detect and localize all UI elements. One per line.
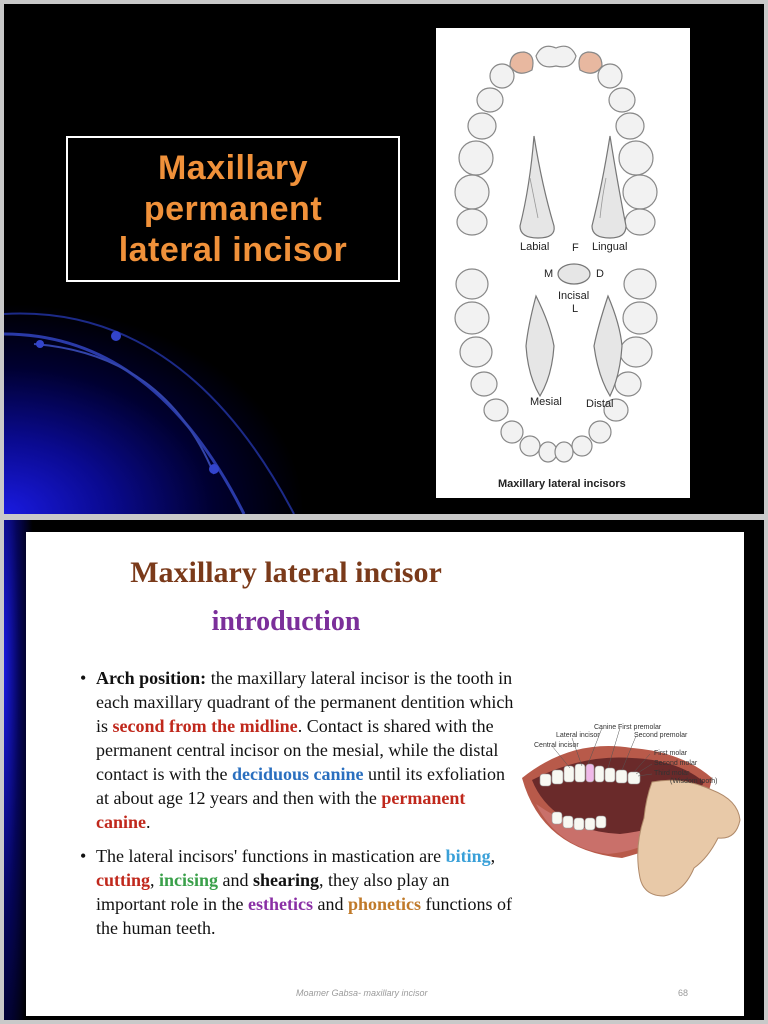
bullet-text: until its exfoliation at about age 12 ye… [96,764,505,808]
label-canine: Canine [594,724,617,731]
label-distal-letter: D [596,268,604,280]
label-labial: Labial [520,241,550,253]
highlight-esthetics: esthetics [247,894,313,914]
label-lateral-incisor: Lateral incisor [556,732,600,739]
slide-title-box: Maxillary permanent lateral incisor [66,136,400,282]
slide-2: Maxillary lateral incisor introduction A… [4,520,764,1020]
bullet-text: The lateral incisors' functions in masti… [96,846,446,866]
label-second-molar: Second molar [654,760,698,767]
bullet-text: , [150,870,159,890]
slide-content-page: Maxillary lateral incisor introduction A… [26,532,744,1016]
slide-footer: Moamer Gabsa- maxillary incisor [296,988,428,998]
highlighted-lateral-incisor-right [578,51,603,74]
bullet-list: Arch position: the maxillary lateral inc… [80,666,520,950]
slide-title: Maxillary lateral incisor [130,556,442,589]
labial-view-tooth [519,135,555,239]
blue-swoosh-decoration [4,304,304,514]
label-wisdom-tooth: (Wisdom tooth) [670,778,718,785]
label-distal: Distal [586,398,614,410]
mesial-view-tooth [525,294,555,398]
bullet-text: , they also play an important role in th… [96,870,450,914]
label-first-molar: First molar [654,750,688,757]
bullet-lead: Arch position: [96,668,207,688]
slide-1: Maxillary permanent lateral incisor [4,4,764,514]
tooth-diagram-panel: Labial F Lingual M D Incisal L Mesial Di… [436,28,690,498]
bullet-text: and [218,870,254,890]
page-number: 68 [678,988,689,998]
highlight-permanent-canine: permanent canine [96,788,466,832]
bullet-text: functions of the human teeth. [96,894,512,938]
bullet-text: and [312,894,348,914]
label-lingual-letter: L [572,303,579,315]
highlight-shearing: shearing [253,870,320,890]
label-central-incisor: Central incisor [534,742,579,749]
distal-view-tooth [593,294,623,398]
bullet-text: . Contact is shared with the permanent c… [96,716,499,784]
highlighted-lateral-incisor-left [509,51,534,74]
bullet-text: , [490,846,496,866]
mouth-teeth-image [522,727,741,897]
bullet-text: . [146,812,151,832]
slide-title: Maxillary permanent lateral incisor [118,148,348,269]
bullet-arch-position: Arch position: the maxillary lateral inc… [80,666,520,834]
highlight-second-from-midline: second from the midline [112,716,298,736]
highlight-deciduous-canine: deciduous canine [231,764,364,784]
slide-subtitle: introduction [211,606,361,637]
mouth-illustration: Canine First premolar Lateral incisor Se… [512,708,744,908]
figure-caption: Maxillary lateral incisors [498,478,626,490]
incisal-view-tooth [557,263,591,285]
highlight-cutting: cutting [96,870,150,890]
label-incisal: Incisal [558,290,590,302]
bullet-text: the maxillary lateral incisor is the too… [96,668,514,736]
label-second-premolar: Second premolar [634,732,688,739]
label-facial: F [572,242,579,254]
bullet-functions: The lateral incisors' functions in masti… [80,844,520,940]
highlight-incising: incising [159,870,219,890]
highlight-biting: biting [445,846,491,866]
highlight-phonetics: phonetics [347,894,421,914]
label-mesial-letter: M [544,268,554,280]
label-third-molar: Third molar [654,770,690,777]
tooth-arch-diagram [454,45,658,463]
label-mesial: Mesial [530,396,562,408]
label-first-premolar: First premolar [618,724,662,731]
label-lingual: Lingual [592,241,628,253]
